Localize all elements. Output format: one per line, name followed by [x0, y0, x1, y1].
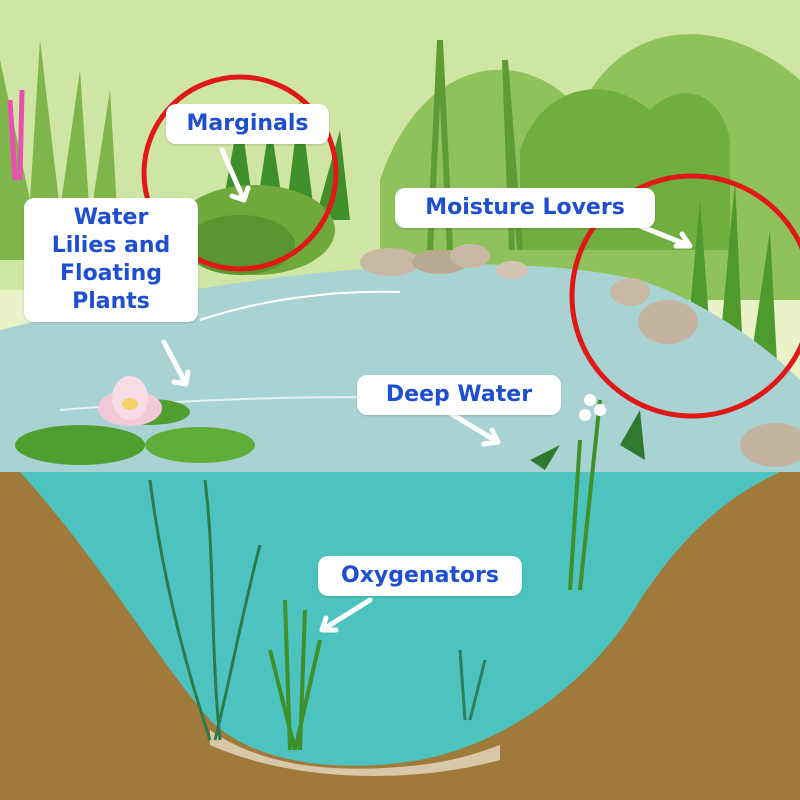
oxygenator-plant: [268, 599, 322, 751]
label-deep-water-text: Deep Water: [385, 382, 533, 407]
water-lily-flower: [98, 376, 162, 426]
pink-flowers: [7, 89, 25, 181]
label-marginals: Marginals: [166, 104, 329, 144]
label-water-lilies-line: Water: [73, 205, 149, 230]
label-deep-water: Deep Water: [357, 375, 561, 415]
arrowhead-leaf: [530, 445, 560, 470]
label-oxygenators: Oxygenators: [318, 556, 522, 596]
label-marginals-text: Marginals: [186, 111, 309, 136]
lily-pad: [145, 427, 255, 463]
lily-pad: [15, 425, 145, 465]
pond-bed-gravel: [210, 730, 500, 776]
marginal-bush-shade: [185, 215, 295, 275]
white-flower-cluster: [579, 394, 606, 421]
label-water-lilies-line: Floating: [60, 261, 162, 286]
arrow-deep-water: [445, 409, 501, 447]
label-water-lilies: Water Lilies and Floating Plants: [24, 198, 198, 322]
stone: [740, 423, 800, 467]
stone: [360, 248, 420, 276]
label-water-lilies-line: Lilies and: [51, 233, 171, 258]
pond-surface: [0, 264, 800, 472]
label-arrows: [161, 147, 693, 633]
highlight-circle-moisture-lovers: [569, 173, 800, 419]
arrow-marginals: [219, 147, 251, 203]
highlight-circle-marginals: [141, 74, 339, 272]
stone: [450, 244, 490, 268]
arrow-water-lilies: [161, 339, 191, 387]
cattail-stems: [427, 39, 523, 251]
label-water-lilies-line: Plants: [72, 289, 150, 314]
water-ripple-1: [199, 290, 401, 321]
oxygenator-plant: [458, 649, 487, 721]
label-moisture-lovers: Moisture Lovers: [395, 188, 655, 228]
label-oxygenators-text: Oxygenators: [341, 563, 499, 588]
deep-water-plant-stem: [568, 399, 602, 591]
stone: [638, 300, 698, 344]
submerged-stems: [148, 479, 262, 741]
label-moisture-lovers-text: Moisture Lovers: [425, 195, 625, 220]
arrowhead-leaf: [620, 410, 645, 460]
arrow-oxygenators: [319, 597, 373, 633]
stone: [496, 261, 528, 279]
stone: [610, 278, 650, 306]
